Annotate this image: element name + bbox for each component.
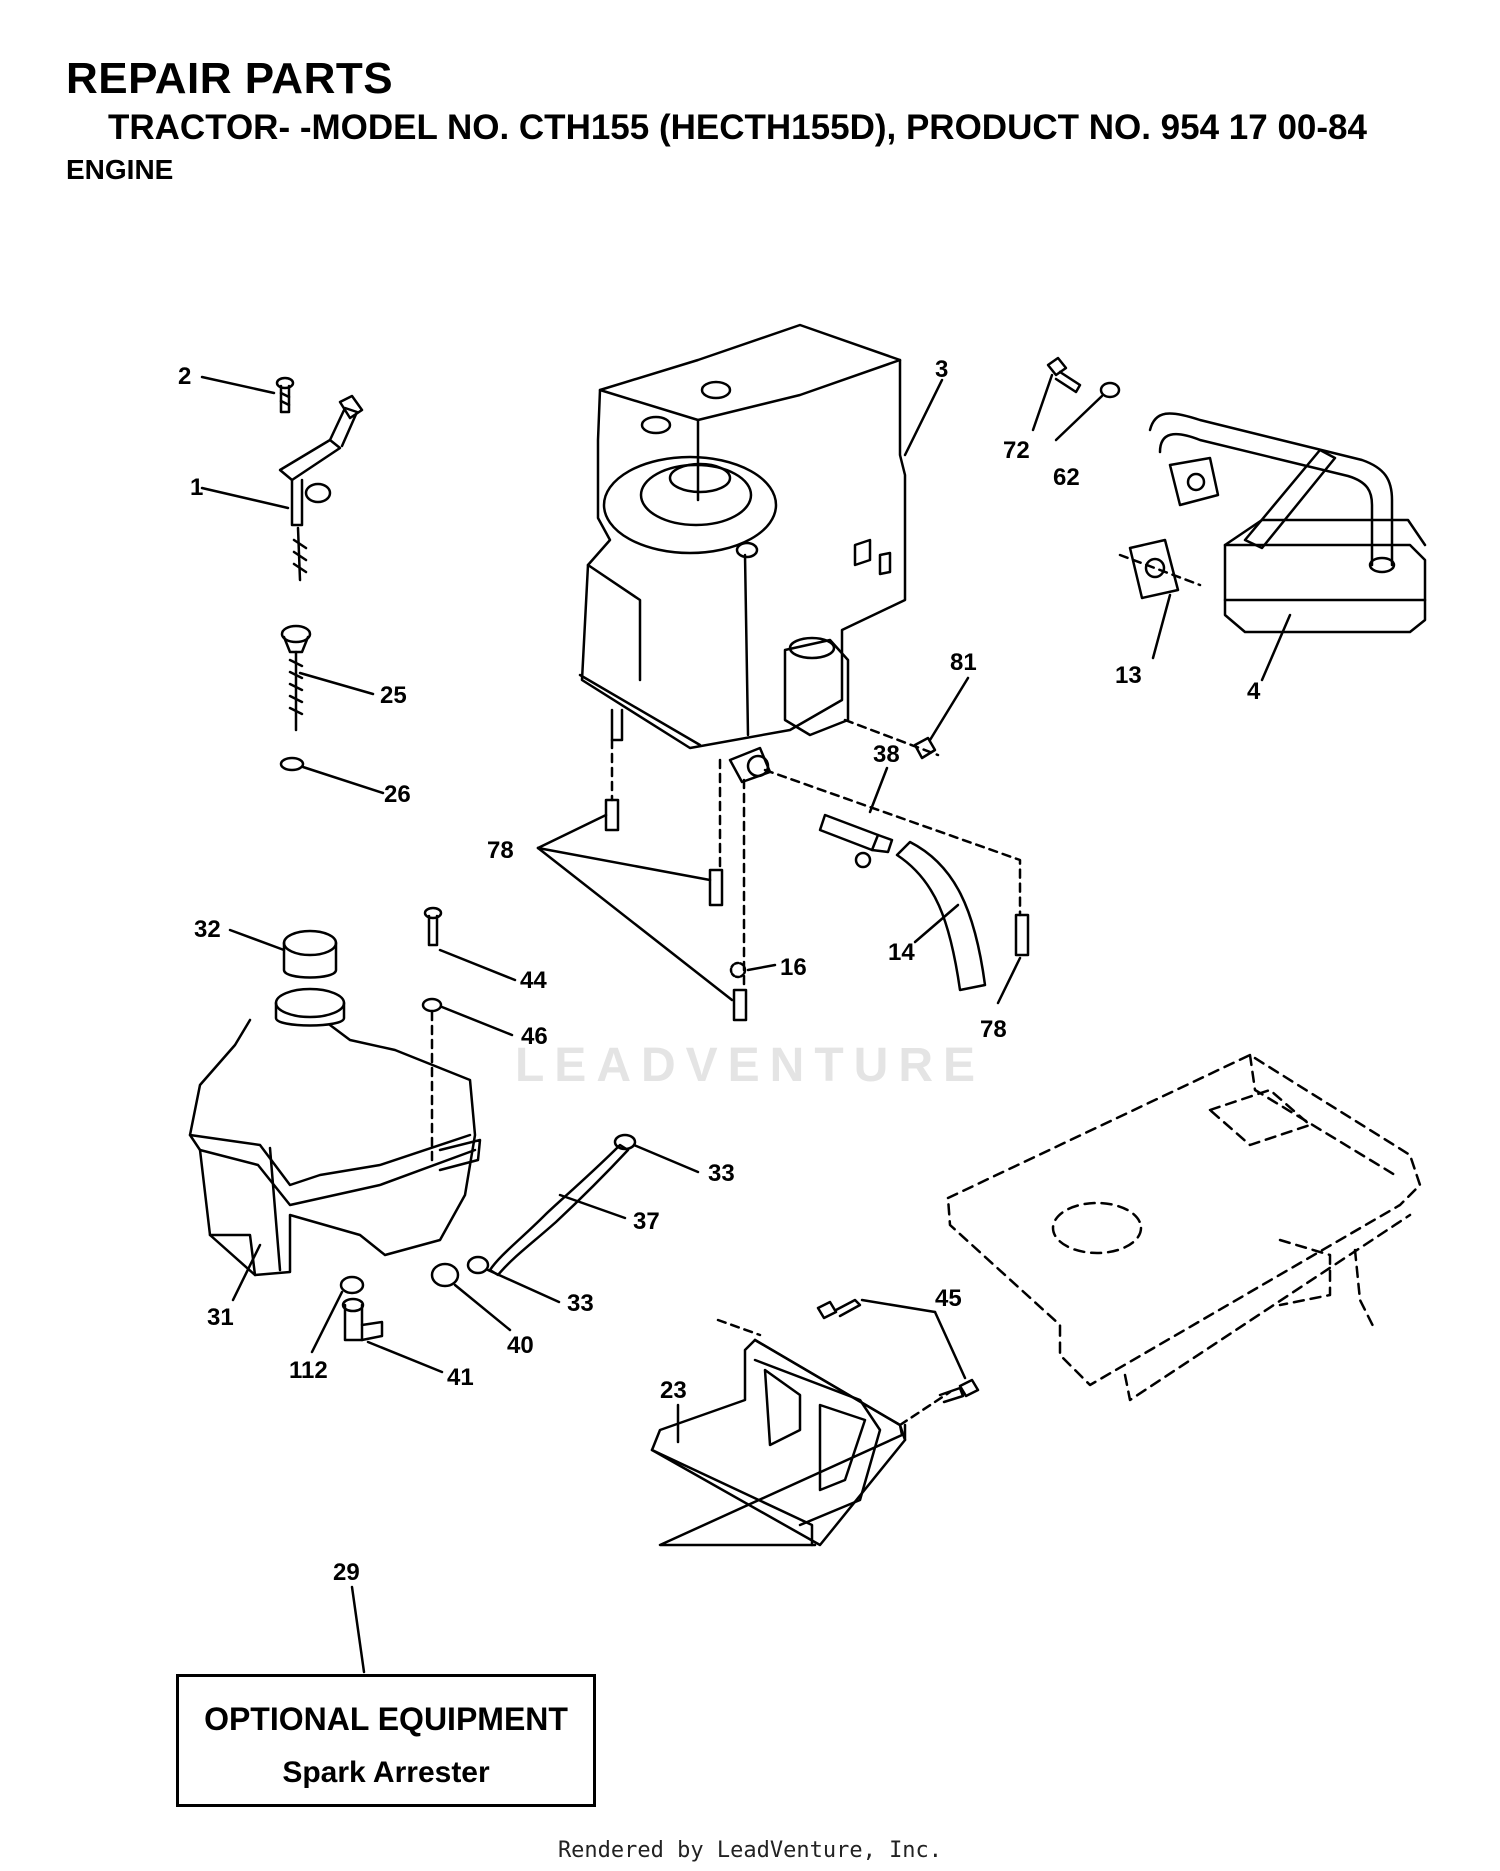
callout-44: 44 — [520, 967, 547, 994]
leader-lines — [200, 373, 1292, 1674]
fuel-cap-part — [282, 929, 338, 979]
gasket-13-part — [1118, 538, 1202, 600]
grommet-40-part — [430, 1262, 460, 1288]
callout-16: 16 — [780, 954, 807, 981]
model-line: TRACTOR- -MODEL NO. CTH155 (HECTH155D), … — [108, 108, 1367, 147]
clamp-33b-part — [466, 1255, 490, 1275]
callout-32: 32 — [194, 916, 221, 943]
bolt-78-part — [604, 798, 1030, 1022]
callout-25: 25 — [380, 682, 407, 709]
fuel-line-part — [895, 840, 987, 992]
shutoff-valve-part — [341, 1297, 384, 1342]
callout-40: 40 — [507, 1332, 534, 1359]
callout-13: 13 — [1115, 662, 1142, 689]
callout-14: 14 — [888, 939, 915, 966]
callout-4: 4 — [1247, 678, 1261, 705]
callout-29: 29 — [333, 1559, 360, 1586]
callout-45: 45 — [935, 1285, 962, 1312]
callout-31: 31 — [207, 1304, 234, 1331]
clamp-33-part — [613, 1133, 637, 1151]
fuel-line-37-part — [488, 1143, 630, 1277]
callout-62: 62 — [1053, 464, 1080, 491]
callout-3: 3 — [935, 356, 948, 383]
washer-62-part — [1099, 381, 1121, 399]
bolt-72-part — [1046, 356, 1082, 394]
screw-2-part — [275, 376, 295, 414]
callout-38: 38 — [873, 741, 900, 768]
callout-33: 33 — [708, 1160, 735, 1187]
callout-78: 78 — [487, 837, 514, 864]
callout-23: 23 — [660, 1377, 687, 1404]
callout-72: 72 — [1003, 437, 1030, 464]
grommet-112-part — [339, 1275, 365, 1295]
throttle-control-part — [278, 394, 364, 582]
bolt-45-part — [816, 1298, 980, 1404]
callout-81: 81 — [950, 649, 977, 676]
callout-1: 1 — [190, 474, 203, 501]
choke-knob-part — [280, 624, 312, 732]
washer-26-part — [279, 756, 305, 772]
screw-44-part — [423, 906, 443, 947]
footer-credit: Rendered by LeadVenture, Inc. — [557, 1838, 943, 1863]
watermark: LEADVENTURE — [514, 1039, 986, 1092]
frame-part — [946, 1053, 1422, 1402]
callout-37: 37 — [633, 1208, 660, 1235]
lockwasher-16-part — [729, 961, 747, 979]
page-title: REPAIR PARTS — [66, 54, 394, 103]
callout-33b: 33 — [567, 1290, 594, 1317]
callout-78b: 78 — [980, 1016, 1007, 1043]
optional-equipment-title: OPTIONAL EQUIPMENT — [204, 1701, 568, 1737]
muffler-part — [1148, 412, 1427, 634]
callout-112: 112 — [289, 1357, 328, 1384]
engine-part — [578, 323, 907, 784]
callout-26: 26 — [384, 781, 411, 808]
fuel-filter-part — [818, 813, 894, 869]
callout-2: 2 — [178, 363, 191, 390]
optional-equipment-item: Spark Arrester — [282, 1756, 490, 1789]
heat-shield-part — [650, 1338, 907, 1547]
nut-81-part — [913, 736, 937, 760]
callout-46: 46 — [521, 1023, 548, 1050]
fuel-tank-part — [188, 987, 482, 1277]
washer-46-part — [421, 997, 443, 1013]
optional-equipment-box: OPTIONAL EQUIPMENT Spark Arrester — [176, 1674, 596, 1807]
callout-41: 41 — [447, 1364, 474, 1391]
section-title: ENGINE — [66, 154, 174, 185]
